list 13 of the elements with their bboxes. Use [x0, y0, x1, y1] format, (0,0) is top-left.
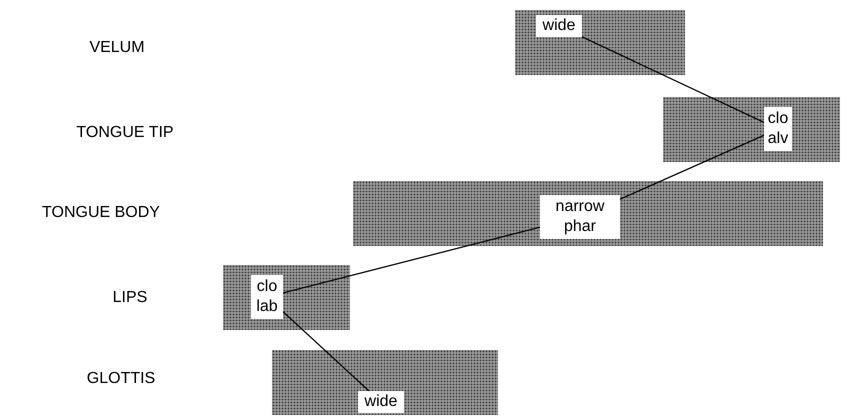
gesture-label: wide: [536, 15, 582, 37]
gesture-label: clo lab: [251, 275, 283, 319]
gesture-label: clo alv: [764, 107, 792, 151]
connector-line: [282, 311, 370, 392]
connector-line: [282, 226, 540, 294]
gesture-label: wide: [358, 391, 404, 413]
row-label: VELUM: [89, 38, 145, 58]
row-label: LIPS: [112, 288, 148, 308]
row-label: TONGUE BODY: [42, 203, 160, 223]
row-label: TONGUE TIP: [76, 123, 174, 143]
row-label: GLOTTIS: [86, 369, 156, 389]
gesture-label: narrow phar: [540, 195, 620, 239]
connector-line: [620, 134, 764, 200]
